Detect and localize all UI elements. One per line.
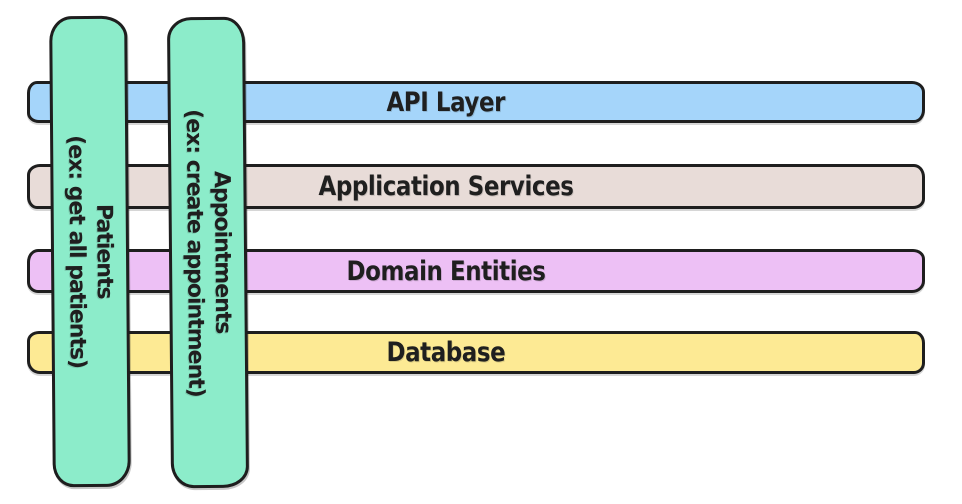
layer-bar-database: Database [27,331,925,374]
slice-title-appointments: Appointments [208,171,236,334]
layer-label-database: Database [386,337,506,368]
feature-slice-appointments-text: Appointments (ex: create appointment) [179,108,237,397]
layer-label-domain-entities: Domain Entities [346,255,546,287]
feature-slice-appointments: Appointments (ex: create appointment) [166,16,250,489]
layer-label-api: API Layer [386,86,506,118]
layer-bar-domain-entities: Domain Entities [27,249,925,293]
layer-label-application-services: Application Services [318,171,574,202]
slice-subtitle-patients: (ex: get all patients) [63,135,90,369]
layer-bar-api: API Layer [27,81,925,123]
feature-slice-patients-text: Patients (ex: get all patients) [62,135,119,368]
layer-bar-application-services: Application Services [27,164,925,209]
feature-slice-patients: Patients (ex: get all patients) [49,15,131,488]
slice-title-patients: Patients [91,203,117,299]
slice-subtitle-appointments: (ex: create appointment) [180,108,209,397]
